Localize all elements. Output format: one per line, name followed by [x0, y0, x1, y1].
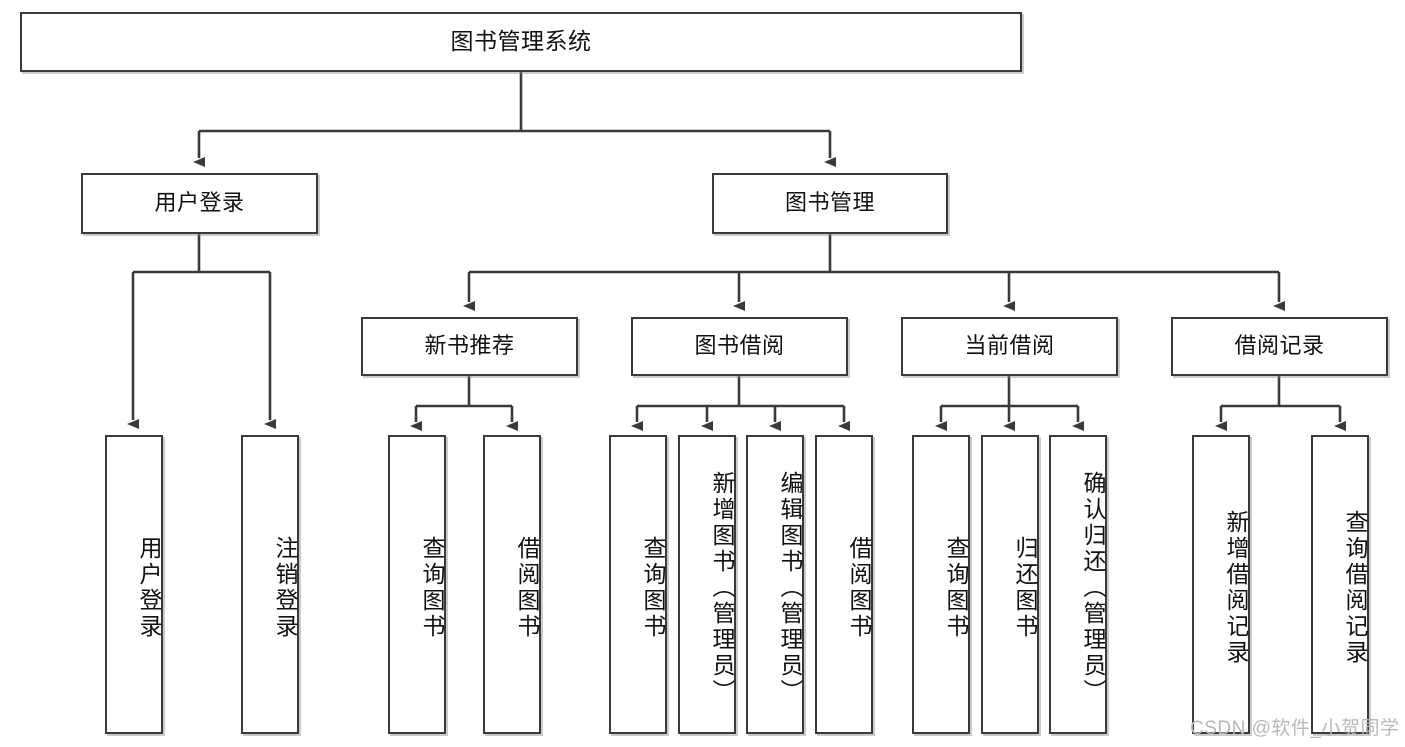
node-leaf-borrow-book-borrow[interactable]: 借阅图书	[815, 435, 873, 734]
node-leaf-add-book-admin[interactable]: 新增图书（管理员）	[678, 435, 736, 734]
node-leaf-query-book-current[interactable]: 查询图书	[912, 435, 970, 734]
node-user-login[interactable]: 用户登录	[81, 173, 318, 234]
node-leaf-return-book[interactable]: 归还图书	[981, 435, 1039, 734]
csdn-watermark: CSDN @软件_小贺同学	[1190, 718, 1400, 739]
node-leaf-add-borrow-record[interactable]: 新增借阅记录	[1192, 435, 1250, 734]
node-leaf-edit-book-admin[interactable]: 编辑图书（管理员）	[746, 435, 804, 734]
node-leaf-query-borrow-record[interactable]: 查询借阅记录	[1311, 435, 1369, 734]
node-root-system[interactable]: 图书管理系统	[20, 12, 1022, 72]
node-leaf-logout-login[interactable]: 注销登录	[241, 435, 299, 734]
node-book-management[interactable]: 图书管理	[712, 173, 948, 234]
node-leaf-confirm-return-admin[interactable]: 确认归还（管理员）	[1049, 435, 1107, 734]
node-current-borrow[interactable]: 当前借阅	[901, 317, 1118, 376]
node-leaf-query-book-recommend[interactable]: 查询图书	[388, 435, 446, 734]
node-borrow-record[interactable]: 借阅记录	[1171, 317, 1388, 376]
node-leaf-query-book-borrow[interactable]: 查询图书	[609, 435, 667, 734]
node-leaf-borrow-book-recommend[interactable]: 借阅图书	[483, 435, 541, 734]
node-book-borrow[interactable]: 图书借阅	[631, 317, 848, 376]
node-new-book-recommend[interactable]: 新书推荐	[361, 317, 578, 376]
node-leaf-user-login[interactable]: 用户登录	[105, 435, 163, 734]
